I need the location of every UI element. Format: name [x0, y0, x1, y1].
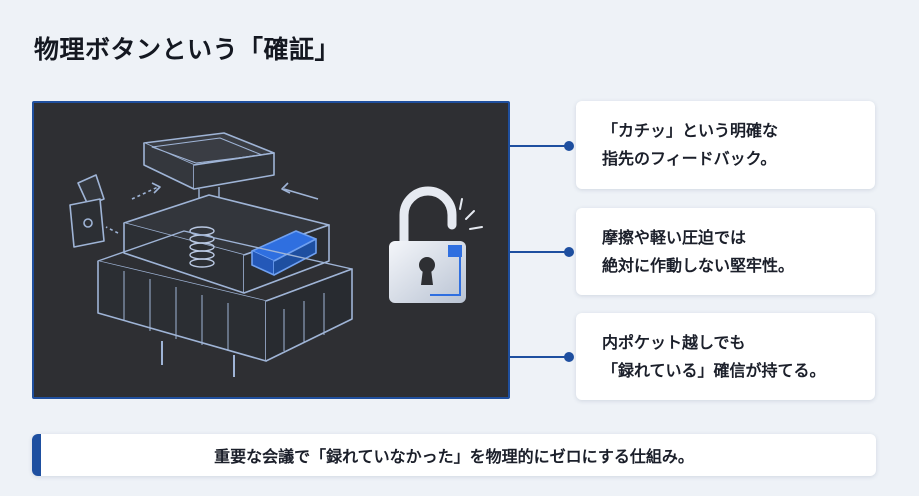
switch-diagram	[69, 132, 483, 377]
connector-line-3	[510, 356, 570, 358]
mechanical-switch-exploded-icon	[69, 132, 353, 377]
connector-dot-3	[564, 352, 574, 362]
card-line: 絶対に作動しない堅牢性。	[602, 255, 795, 275]
diagram-panel	[32, 101, 510, 399]
page-title: 物理ボタンという「確証」	[34, 35, 341, 64]
feature-card-robustness: 摩擦や軽い圧迫では 絶対に作動しない堅牢性。	[576, 208, 875, 295]
banner-text: 重要な会議で「録れていなかった」を物理的にゼロにする仕組み。	[214, 447, 694, 466]
card-line: 「カチッ」という明確な	[602, 121, 779, 140]
card-line: 摩擦や軽い圧迫では	[602, 227, 747, 247]
feature-card-confidence: 内ポケット越しでも 「録れている」確信が持てる。	[576, 313, 875, 400]
card-line: 内ポケット越しでも	[602, 332, 746, 352]
open-padlock-icon	[389, 186, 483, 303]
card-line: 「録れている」確信が持てる。	[602, 360, 826, 380]
connector-dot-2	[564, 247, 574, 257]
connector-dot-1	[564, 141, 574, 151]
connector-line-1	[510, 145, 570, 147]
card-line: 指先のフィードバック。	[602, 149, 777, 168]
banner-accent-bar	[32, 434, 41, 476]
feature-card-feedback: 「カチッ」という明確な 指先のフィードバック。	[576, 101, 875, 189]
summary-banner: 重要な会議で「録れていなかった」を物理的にゼロにする仕組み。	[32, 434, 876, 476]
connector-line-2	[510, 251, 570, 253]
